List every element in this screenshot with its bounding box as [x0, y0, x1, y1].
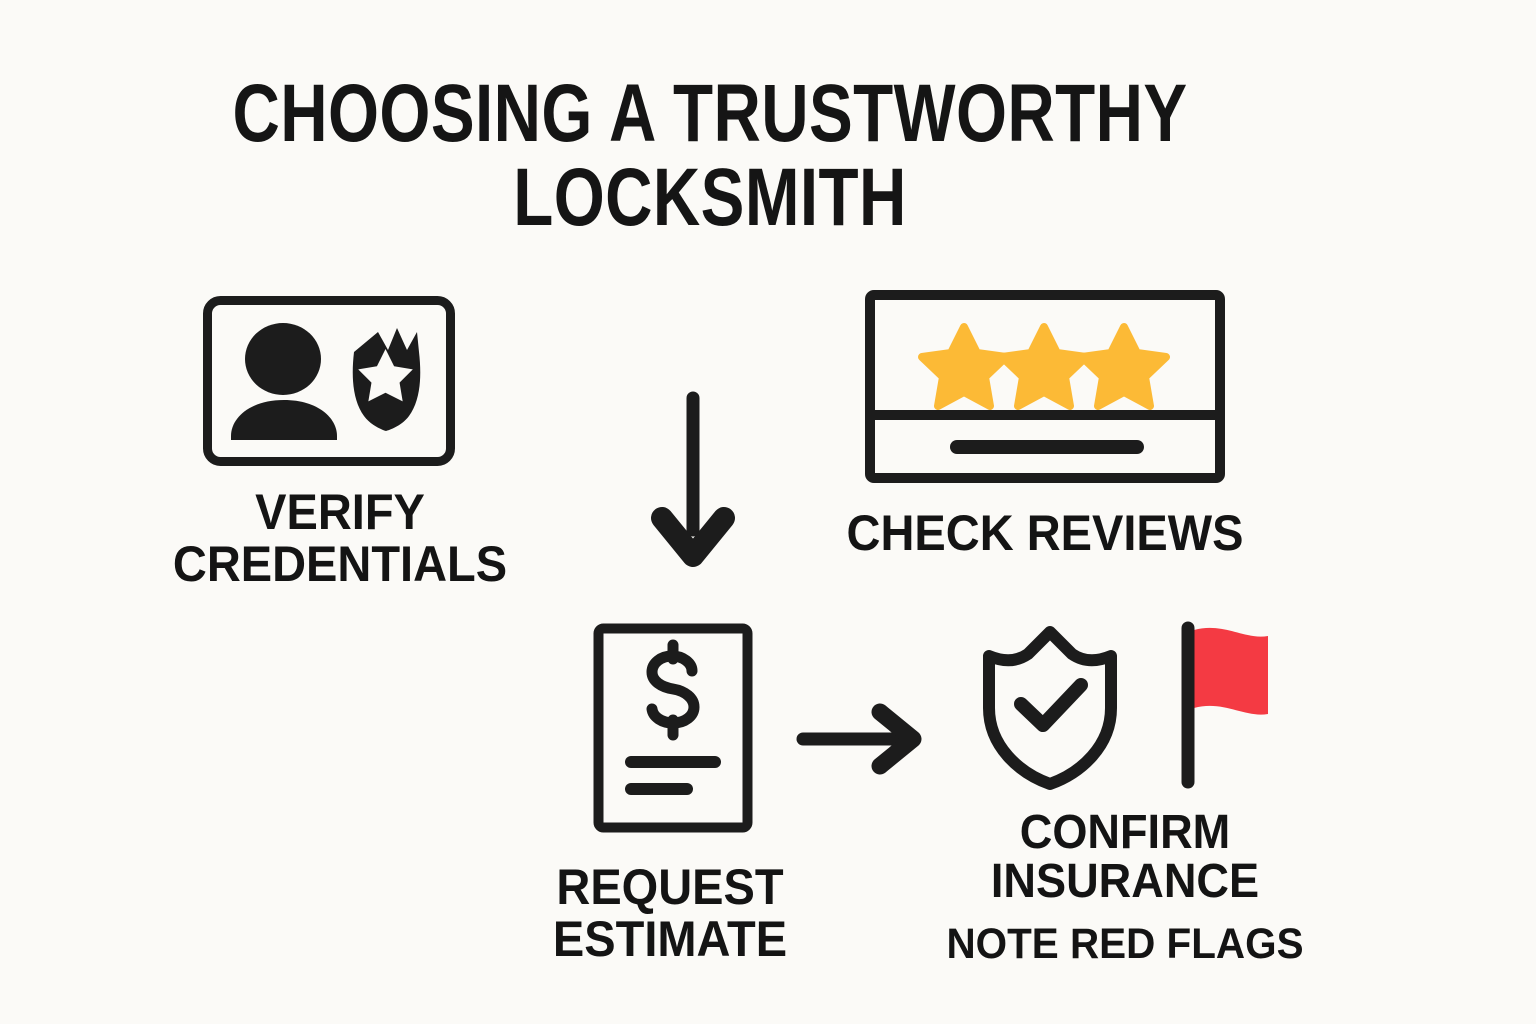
page-title: CHOOSING A TRUSTWORTHY LOCKSMITH — [232, 68, 1188, 243]
star-icon-1 — [918, 323, 1010, 410]
step-label-confirm-insurance: CONFIRM INSURANCE — [990, 806, 1260, 909]
step-verify-credentials — [203, 296, 455, 466]
star-icon-2 — [998, 323, 1090, 410]
step-check-reviews — [865, 290, 1225, 483]
police-badge-star-icon — [352, 328, 421, 431]
flag-cloth — [1194, 627, 1268, 715]
shield-check-icon — [983, 626, 1117, 790]
person-silhouette-icon — [231, 323, 337, 440]
step-confirm-insurance — [975, 622, 1125, 794]
step-label-check-reviews: CHECK REVIEWS — [846, 505, 1244, 561]
arrow-right-icon — [796, 703, 922, 775]
dollar-sign-icon — [646, 639, 700, 741]
step-label-verify-credentials: VERIFY CREDENTIALS — [172, 484, 508, 592]
check-icon — [1014, 678, 1088, 732]
rating-stars — [918, 323, 1170, 410]
review-card-stars-icon — [865, 290, 1225, 483]
red-flag-icon — [1181, 621, 1268, 789]
step-label-request-estimate: REQUEST ESTIMATE — [552, 859, 788, 967]
step-request-estimate — [593, 623, 753, 833]
star-icon-3 — [1078, 323, 1170, 410]
red-flag-group — [1172, 618, 1297, 793]
arrow-down-icon — [651, 391, 735, 567]
step-sublabel-note-red-flags: NOTE RED FLAGS — [946, 920, 1304, 968]
id-card-badge-icon — [203, 296, 455, 466]
estimate-document-dollar-icon — [593, 623, 753, 833]
